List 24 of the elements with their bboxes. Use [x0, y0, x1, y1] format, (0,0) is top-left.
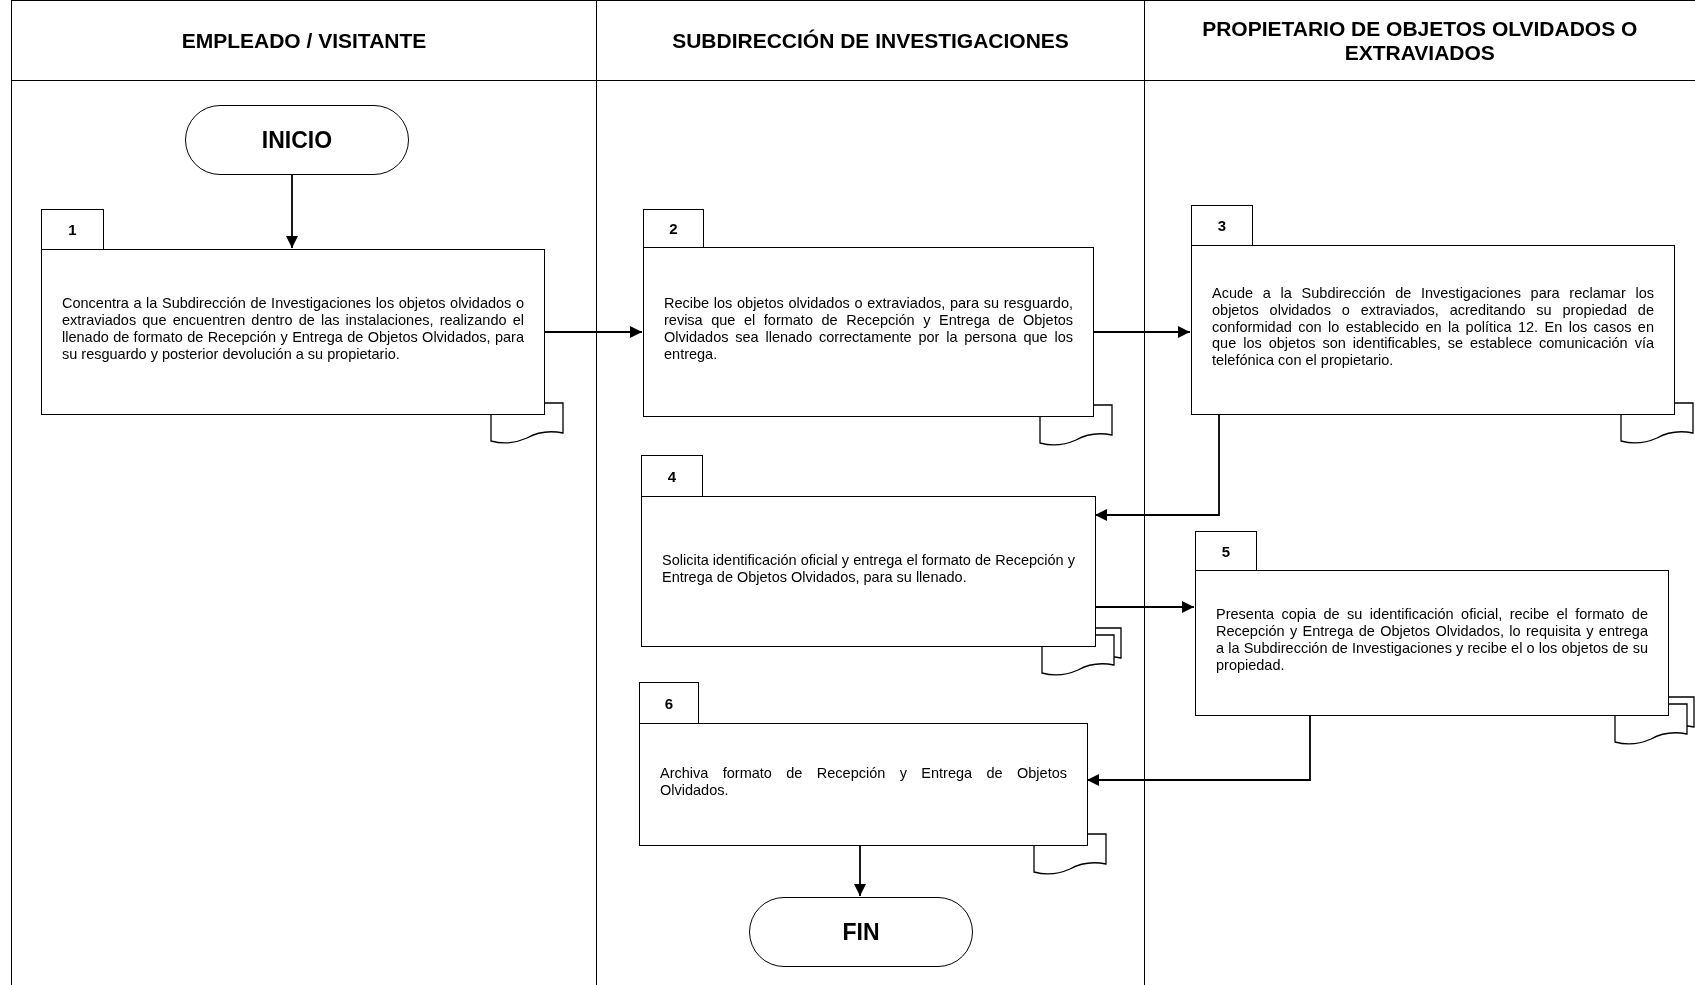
- process-box: Concentra a la Subdirección de Investigaciones los objetos olvidados o extraviados que encuentren dentro de las instalaciones, realizando el llenado de formato de Recepción y Entrega de Objetos Olvidados, para su resguardo y posterior devolución a su propietario.: [41, 249, 545, 415]
- step-number-tab: 6: [639, 682, 699, 723]
- arrow: [1094, 413, 1220, 521]
- lane-header: EMPLEADO / VISITANTE: [12, 1, 596, 81]
- step-number-tab: 4: [641, 455, 703, 496]
- terminal-shape: FIN: [749, 897, 973, 967]
- terminal-shape: INICIO: [185, 105, 409, 175]
- step-number-tab: 3: [1191, 205, 1253, 245]
- arrow: [854, 844, 866, 897]
- process-box: Presenta copia de su identificación oficial, recibe el formato de Recepción y Entrega de Objetos Olvidados, lo requisita y entrega a la Subdirección de Investigaciones y recibe el o los objetos de su propiedad.: [1195, 570, 1669, 716]
- arrow: [286, 173, 298, 249]
- step-number-tab: 2: [643, 209, 704, 247]
- step-number-tab: 1: [41, 209, 104, 249]
- process-box: Archiva formato de Recepción y Entrega de Objetos Olvidados.: [639, 723, 1088, 846]
- arrow: [1094, 601, 1195, 613]
- arrow: [1092, 326, 1191, 338]
- step-number-tab: 5: [1195, 531, 1257, 570]
- process-box: Solicita identificación oficial y entrega el formato de Recepción y Entrega de Objetos Olvidados, para su llenado.: [641, 496, 1096, 647]
- process-box: Recibe los objetos olvidados o extraviados, para su resguardo, revisa que el formato de Recepción y Entrega de Objetos Olvidados sea llenado correctamente por la persona que los entrega.: [643, 247, 1094, 417]
- arrow: [543, 326, 643, 338]
- lane-header: PROPIETARIO DE OBJETOS OLVIDADOS O EXTRAVIADOS: [1145, 1, 1695, 81]
- lane-header: SUBDIRECCIÓN DE INVESTIGACIONES: [597, 1, 1144, 81]
- process-box: Acude a la Subdirección de Investigaciones para reclamar los objetos olvidados o extraviados, acreditando su propiedad de conformidad con lo establecido en la política 12. En los casos en que los objetos son identificables, se establece comunicación vía telefónica con el propietario.: [1191, 245, 1675, 415]
- arrow: [1086, 714, 1311, 786]
